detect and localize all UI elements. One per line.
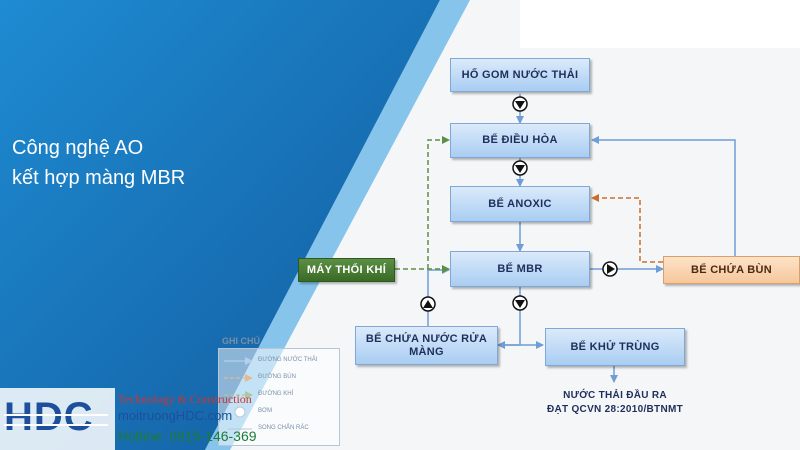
legend-panel xyxy=(218,348,340,446)
legend-item: ĐƯỜNG NƯỚC THẢI xyxy=(258,357,318,363)
hotline-text: Hotline: 0915-146-369 xyxy=(118,428,257,444)
node-be-chua-bun: BỂ CHỨA BÙN xyxy=(663,256,800,284)
headline-line-2: kết hợp màng MBR xyxy=(12,167,186,189)
pump-icon xyxy=(512,96,528,112)
legend-item: ĐƯỜNG BÙN xyxy=(258,374,296,380)
node-be-anoxic: BỂ ANOXIC xyxy=(450,186,590,222)
logo-stripe xyxy=(4,414,108,416)
headline-line-1: Công nghệ AO xyxy=(12,137,144,159)
pump-icon xyxy=(420,296,436,312)
logo-background xyxy=(0,388,115,450)
legend-item: ĐƯỜNG KHÍ xyxy=(258,391,294,397)
logo-stripe xyxy=(4,424,108,426)
hdc-logo: HDC xyxy=(4,395,94,439)
tagline: Technology & Construction xyxy=(118,392,252,406)
banner-edge xyxy=(205,0,470,450)
node-be-dieu-hoa: BỂ ĐIỀU HÒA xyxy=(450,123,590,158)
node-be-khu-trung: BỂ KHỬ TRÙNG xyxy=(545,328,685,366)
pump-icon xyxy=(512,160,528,176)
legend-item: BƠM xyxy=(258,408,273,414)
website-text: moitruongHDC.com xyxy=(118,408,233,423)
node-may-thoi-khi: MÁY THỔI KHÍ xyxy=(298,258,395,282)
blue-banner xyxy=(0,0,440,450)
pump-icon xyxy=(512,295,528,311)
node-be-mbr: BỂ MBR xyxy=(450,251,590,287)
flow-return-dieuhoa xyxy=(591,136,736,259)
pump-icon xyxy=(602,261,618,277)
outlet-label-2: ĐẠT QCVN 28:2010/BTNMT xyxy=(546,404,684,415)
sludge-return xyxy=(591,194,663,263)
air-to-dieuhoa xyxy=(427,136,450,269)
node-be-chua-nuoc-rua: BỂ CHỨA NƯỚC RỬA MÀNG xyxy=(355,326,498,365)
legend-item: SONG CHẮN RÁC xyxy=(258,425,309,431)
node-ho-gom: HỐ GOM NƯỚC THẢI xyxy=(450,58,590,92)
outlet-label-1: NƯỚC THẢI ĐẦU RA xyxy=(563,390,667,401)
legend-title: GHI CHÚ xyxy=(222,336,260,346)
top-right-strip xyxy=(520,0,800,48)
